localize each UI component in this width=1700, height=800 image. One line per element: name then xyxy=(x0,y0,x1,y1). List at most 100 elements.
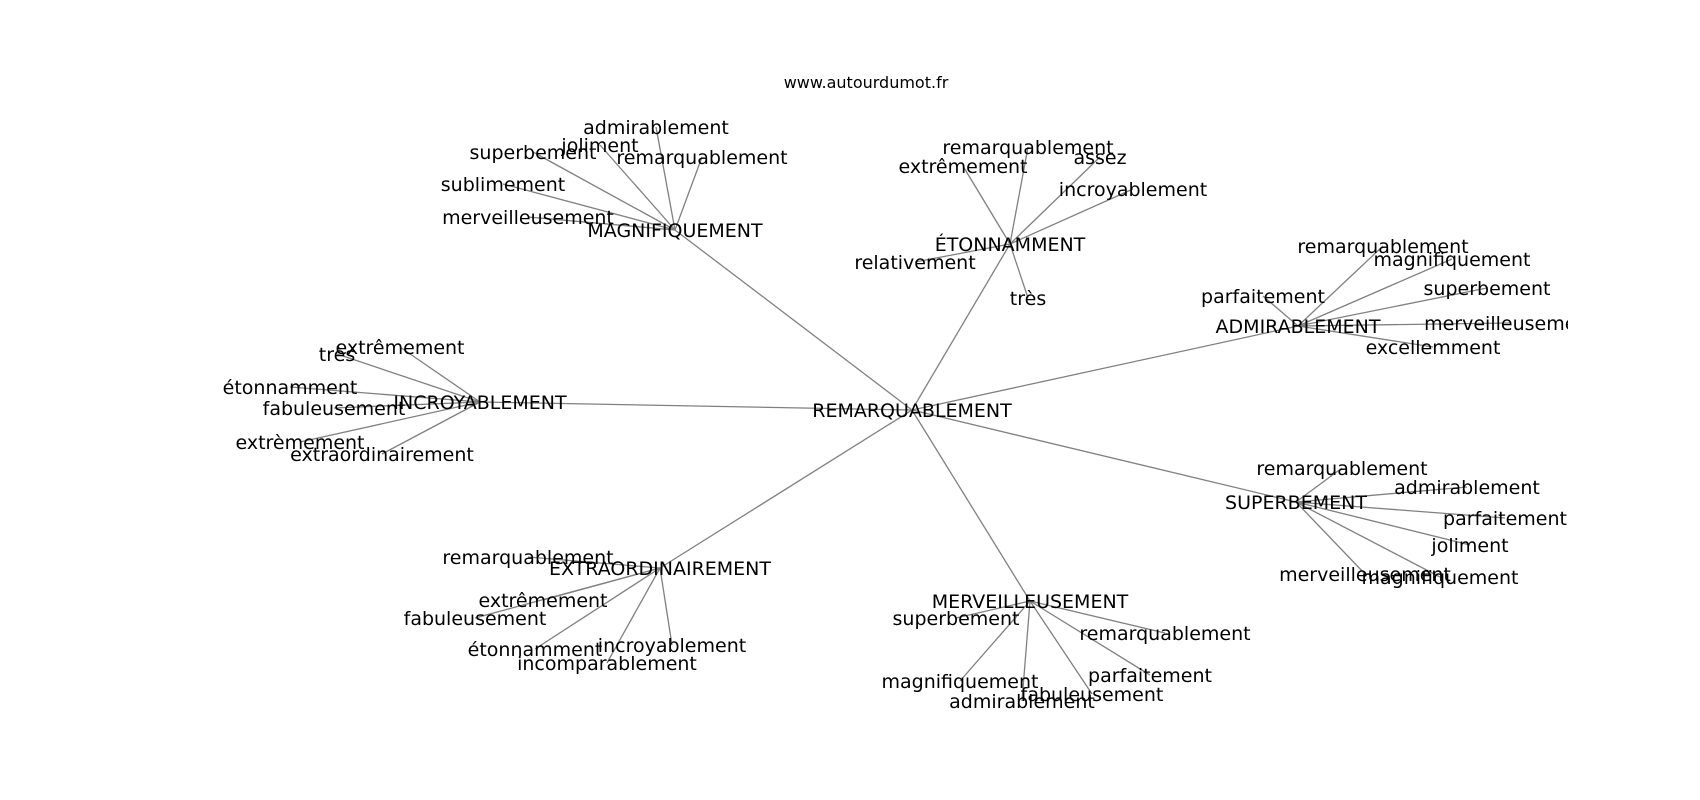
site-url: www.autourdumot.fr xyxy=(784,73,949,92)
edge-hub-leaf xyxy=(1029,600,1093,695)
leaf-node-label: étonnamment xyxy=(223,377,358,399)
edge-hub-leaf xyxy=(474,567,661,619)
edge-hub-leaf xyxy=(1009,243,1029,299)
edge-hub-leaf xyxy=(1297,258,1453,327)
edge-hub-leaf xyxy=(299,401,481,443)
leaf-node-label: remarquablement xyxy=(1079,623,1250,645)
edge-center-hub xyxy=(479,401,913,411)
edge-hub-leaf xyxy=(1262,295,1299,327)
leaf-node-label: superbement xyxy=(470,142,597,164)
edge-hub-leaf xyxy=(1295,501,1471,546)
hub-node-label: SUPERBEMENT xyxy=(1225,492,1367,514)
leaf-node-label: assez xyxy=(1073,147,1126,169)
leaf-node-label: fabuleusement xyxy=(1021,684,1164,706)
edge-center-hub xyxy=(911,243,1011,411)
leaf-node-label: merveilleusement xyxy=(1424,313,1596,335)
edge-hub-leaf xyxy=(399,346,481,403)
edge-hub-leaf xyxy=(534,567,661,650)
leaf-node-label: étonnamment xyxy=(468,639,603,661)
leaf-node-label: très xyxy=(1010,288,1046,310)
edge-hub-leaf xyxy=(1009,156,1101,245)
leaf-node-label: parfaitement xyxy=(1443,508,1567,530)
edge-hub-leaf xyxy=(527,556,661,569)
leaf-node-label: superbement xyxy=(1424,278,1551,300)
leaf-node-label: remarquablement xyxy=(1297,236,1468,258)
leaf-node-label: magnifiquement xyxy=(1362,567,1519,589)
leaf-node-label: remarquablement xyxy=(616,147,787,169)
leaf-node-label: magnifiquement xyxy=(882,671,1039,693)
leaf-node-label: magnifiquement xyxy=(1374,249,1531,271)
edge-center-hub xyxy=(911,409,1031,602)
hub-node-label: EXTRAORDINAIREMENT xyxy=(549,558,771,580)
edge-hub-leaf xyxy=(289,386,481,403)
hub-node-label: MAGNIFIQUEMENT xyxy=(587,220,763,242)
edge-hub-leaf xyxy=(1297,287,1488,327)
edge-hub-leaf xyxy=(1297,325,1434,348)
leaf-node-label: incomparablement xyxy=(517,653,697,675)
edge-hub-leaf xyxy=(659,567,673,646)
edge-hub-leaf xyxy=(606,567,661,664)
graph-edges xyxy=(289,126,1511,702)
edge-hub-leaf xyxy=(1021,600,1031,702)
edge-hub-leaf xyxy=(1029,600,1166,634)
edge-center-hub xyxy=(911,325,1299,411)
edge-hub-leaf xyxy=(527,216,676,231)
edge-hub-leaf xyxy=(333,401,481,409)
edge-center-hub xyxy=(911,409,1297,503)
edge-hub-leaf xyxy=(599,144,676,231)
edge-hub-leaf xyxy=(1295,467,1343,503)
leaf-node-label: remarquablement xyxy=(442,547,613,569)
hub-node-label: ADMIRABLEMENT xyxy=(1216,316,1381,338)
edge-hub-leaf xyxy=(1009,188,1134,245)
edge-hub-leaf xyxy=(1297,322,1511,327)
leaf-node-label: extrêmement xyxy=(335,337,464,359)
leaf-node-label: extrêmement xyxy=(898,156,1027,178)
leaf-node-label: admirablement xyxy=(949,691,1095,713)
edge-hub-leaf xyxy=(1295,501,1506,519)
leaf-node-label: extraordinairement xyxy=(290,444,474,466)
hub-node-label: MERVEILLEUSEMENT xyxy=(932,591,1129,613)
edge-hub-leaf xyxy=(502,183,676,231)
leaf-node-label: très xyxy=(319,344,355,366)
leaf-node-label: incroyablement xyxy=(1059,179,1207,201)
leaf-node-label: merveilleusement xyxy=(442,207,614,229)
leaf-node-label: parfaitement xyxy=(1201,286,1325,308)
leaf-node-label: remarquablement xyxy=(942,137,1113,159)
graph-labels: REMARQUABLEMENTadmirablementjolimentsupe… xyxy=(223,117,1596,713)
leaf-node-label: incroyablement xyxy=(598,635,746,657)
leaf-node-label: remarquablement xyxy=(1256,458,1427,480)
edge-hub-leaf xyxy=(1009,146,1029,245)
leaf-node-label: fabuleusement xyxy=(404,608,547,630)
edge-center-hub xyxy=(674,229,913,411)
edge-hub-leaf xyxy=(655,126,676,231)
edge-hub-leaf xyxy=(959,600,1031,682)
edge-hub-leaf xyxy=(962,165,1011,245)
leaf-node-label: merveilleusement xyxy=(1279,564,1451,586)
leaf-node-label: fabuleusement xyxy=(263,398,406,420)
leaf-node-label: extrèmement xyxy=(235,432,364,454)
edge-hub-leaf xyxy=(914,243,1011,263)
edge-hub-leaf xyxy=(955,600,1031,619)
leaf-node-label: admirablement xyxy=(1394,477,1540,499)
edge-hub-leaf xyxy=(336,353,481,403)
leaf-node-label: relativement xyxy=(854,252,975,274)
leaf-node-label: joliment xyxy=(1430,535,1508,557)
leaf-node-label: excellemment xyxy=(1366,337,1501,359)
edge-hub-leaf xyxy=(1297,245,1384,327)
edge-hub-leaf xyxy=(532,151,676,231)
leaf-node-label: extrêmement xyxy=(478,590,607,612)
hub-node-label: INCROYABLEMENT xyxy=(393,392,567,414)
leaf-node-label: parfaitement xyxy=(1088,665,1212,687)
leaf-node-label: sublimement xyxy=(441,174,565,196)
center-node-label: REMARQUABLEMENT xyxy=(812,400,1012,422)
edge-hub-leaf xyxy=(1295,501,1366,575)
edge-hub-leaf xyxy=(1295,486,1468,503)
leaf-node-label: admirablement xyxy=(583,117,729,139)
edge-center-hub xyxy=(659,409,913,569)
hub-node-label: ÉTONNAMMENT xyxy=(935,233,1086,256)
edge-hub-leaf xyxy=(674,156,703,231)
leaf-node-label: superbement xyxy=(893,608,1020,630)
edge-hub-leaf xyxy=(1295,501,1441,578)
leaf-node-label: joliment xyxy=(560,135,638,157)
